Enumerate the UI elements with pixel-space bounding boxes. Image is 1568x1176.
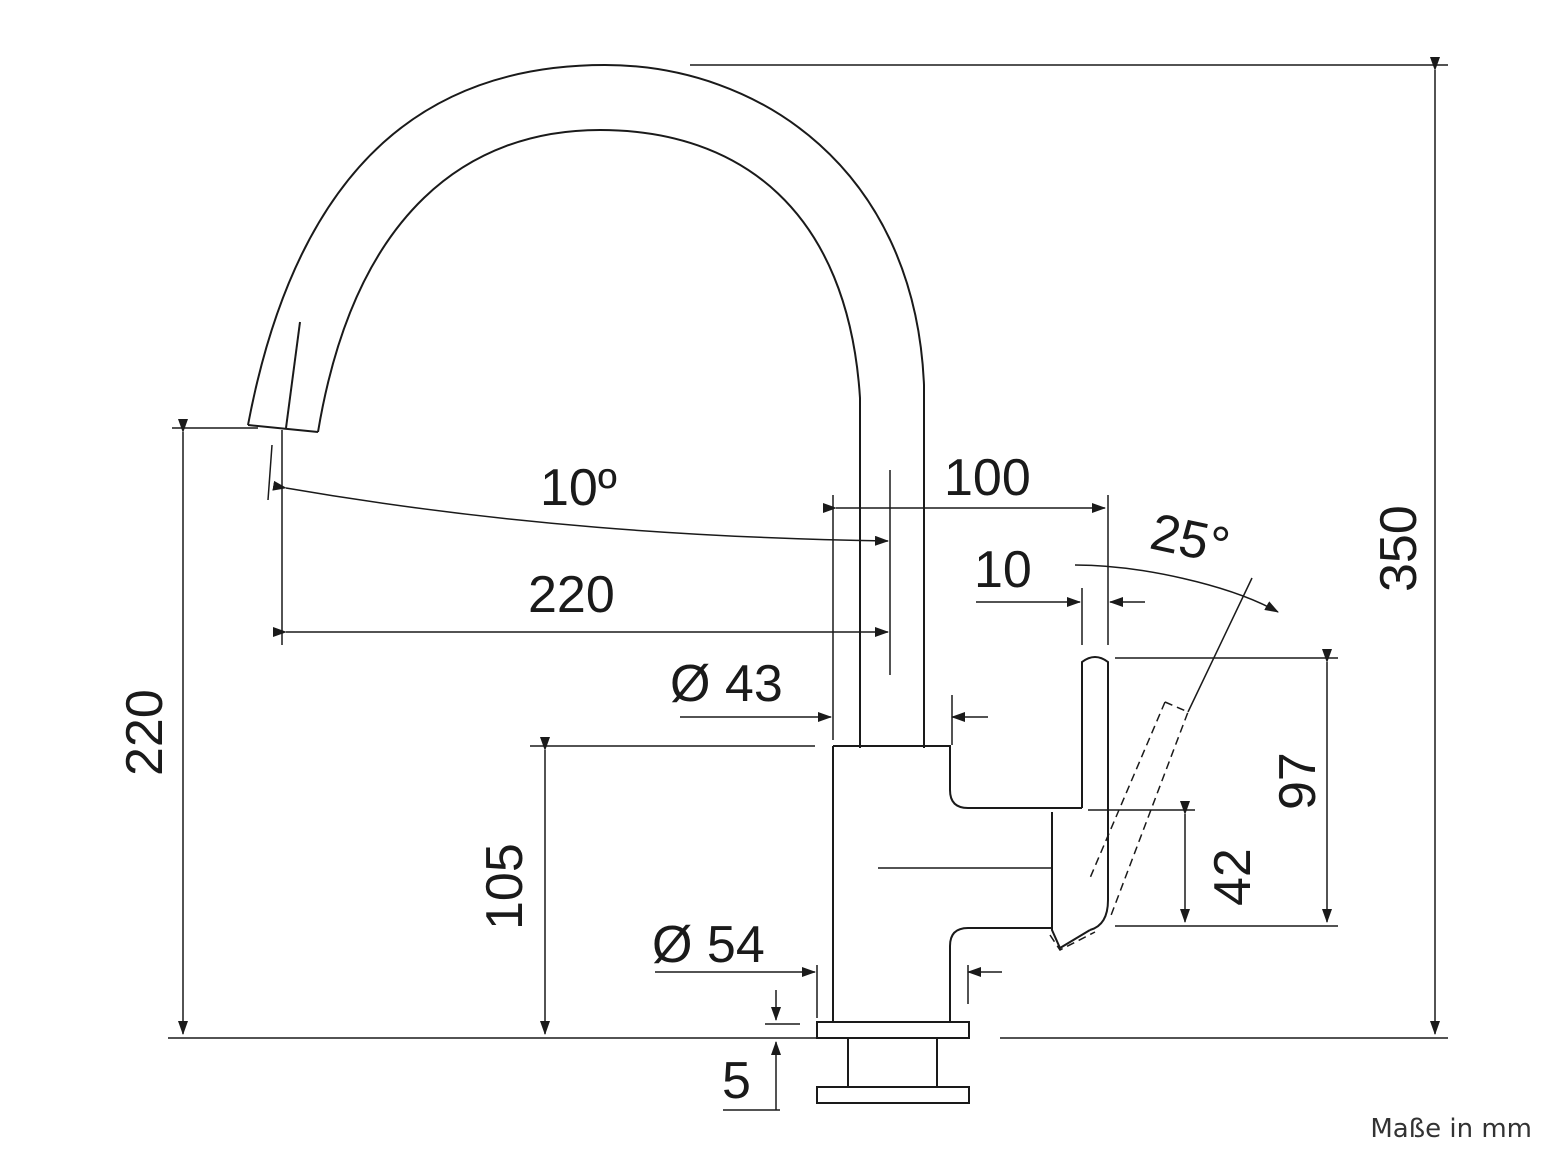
base-nut — [816, 1086, 970, 1104]
label-handle-angle: 25° — [1146, 503, 1235, 576]
unit-note: Maße in mm — [1370, 1114, 1532, 1144]
label-handle-offset: 100 — [944, 449, 1031, 507]
handle-tilted — [1109, 701, 1189, 919]
handle-lever — [1081, 656, 1109, 931]
angle-10-line — [272, 480, 889, 546]
faucet-outline — [247, 63, 1189, 1104]
label-lever-height: 42 — [1204, 848, 1262, 906]
spout-inner-curve — [317, 128, 861, 748]
handle-tilted-base — [1049, 931, 1096, 951]
dimension-lines — [168, 57, 1448, 1111]
angle-25-arc — [1074, 564, 1279, 613]
handle-joint — [1051, 812, 1091, 950]
angle-25-ray — [1187, 577, 1253, 713]
body-top — [833, 745, 1082, 809]
label-body-height: 105 — [476, 843, 534, 930]
label-spout-reach: 220 — [528, 566, 615, 624]
body-lower — [949, 927, 1052, 1022]
dimension-labels: 10º 220 100 10 25° Ø 43 220 350 105 97 4… — [116, 449, 1532, 1144]
label-total-height: 350 — [1370, 505, 1428, 592]
label-handle-height: 97 — [1269, 752, 1327, 810]
spout-tip — [247, 424, 319, 433]
handle-tilted-inner — [1089, 701, 1166, 879]
handle-ext-horiz — [1115, 657, 1338, 927]
label-spout-height: 220 — [116, 689, 174, 776]
spout-outer-curve — [247, 63, 925, 748]
base-plate — [816, 1021, 970, 1039]
label-base-diameter: Ø 54 — [652, 916, 765, 974]
label-base-thickness: 5 — [722, 1052, 751, 1110]
reach-ext-line — [267, 430, 283, 645]
handle-ext-lines — [1081, 495, 1109, 645]
label-spout-diameter: Ø 43 — [670, 655, 783, 713]
base-stem — [847, 1038, 938, 1087]
label-spout-angle: 10º — [540, 459, 617, 517]
dia-54-ext — [816, 965, 969, 1018]
spout-tip-line — [285, 321, 301, 429]
label-handle-gap: 10 — [974, 541, 1032, 599]
